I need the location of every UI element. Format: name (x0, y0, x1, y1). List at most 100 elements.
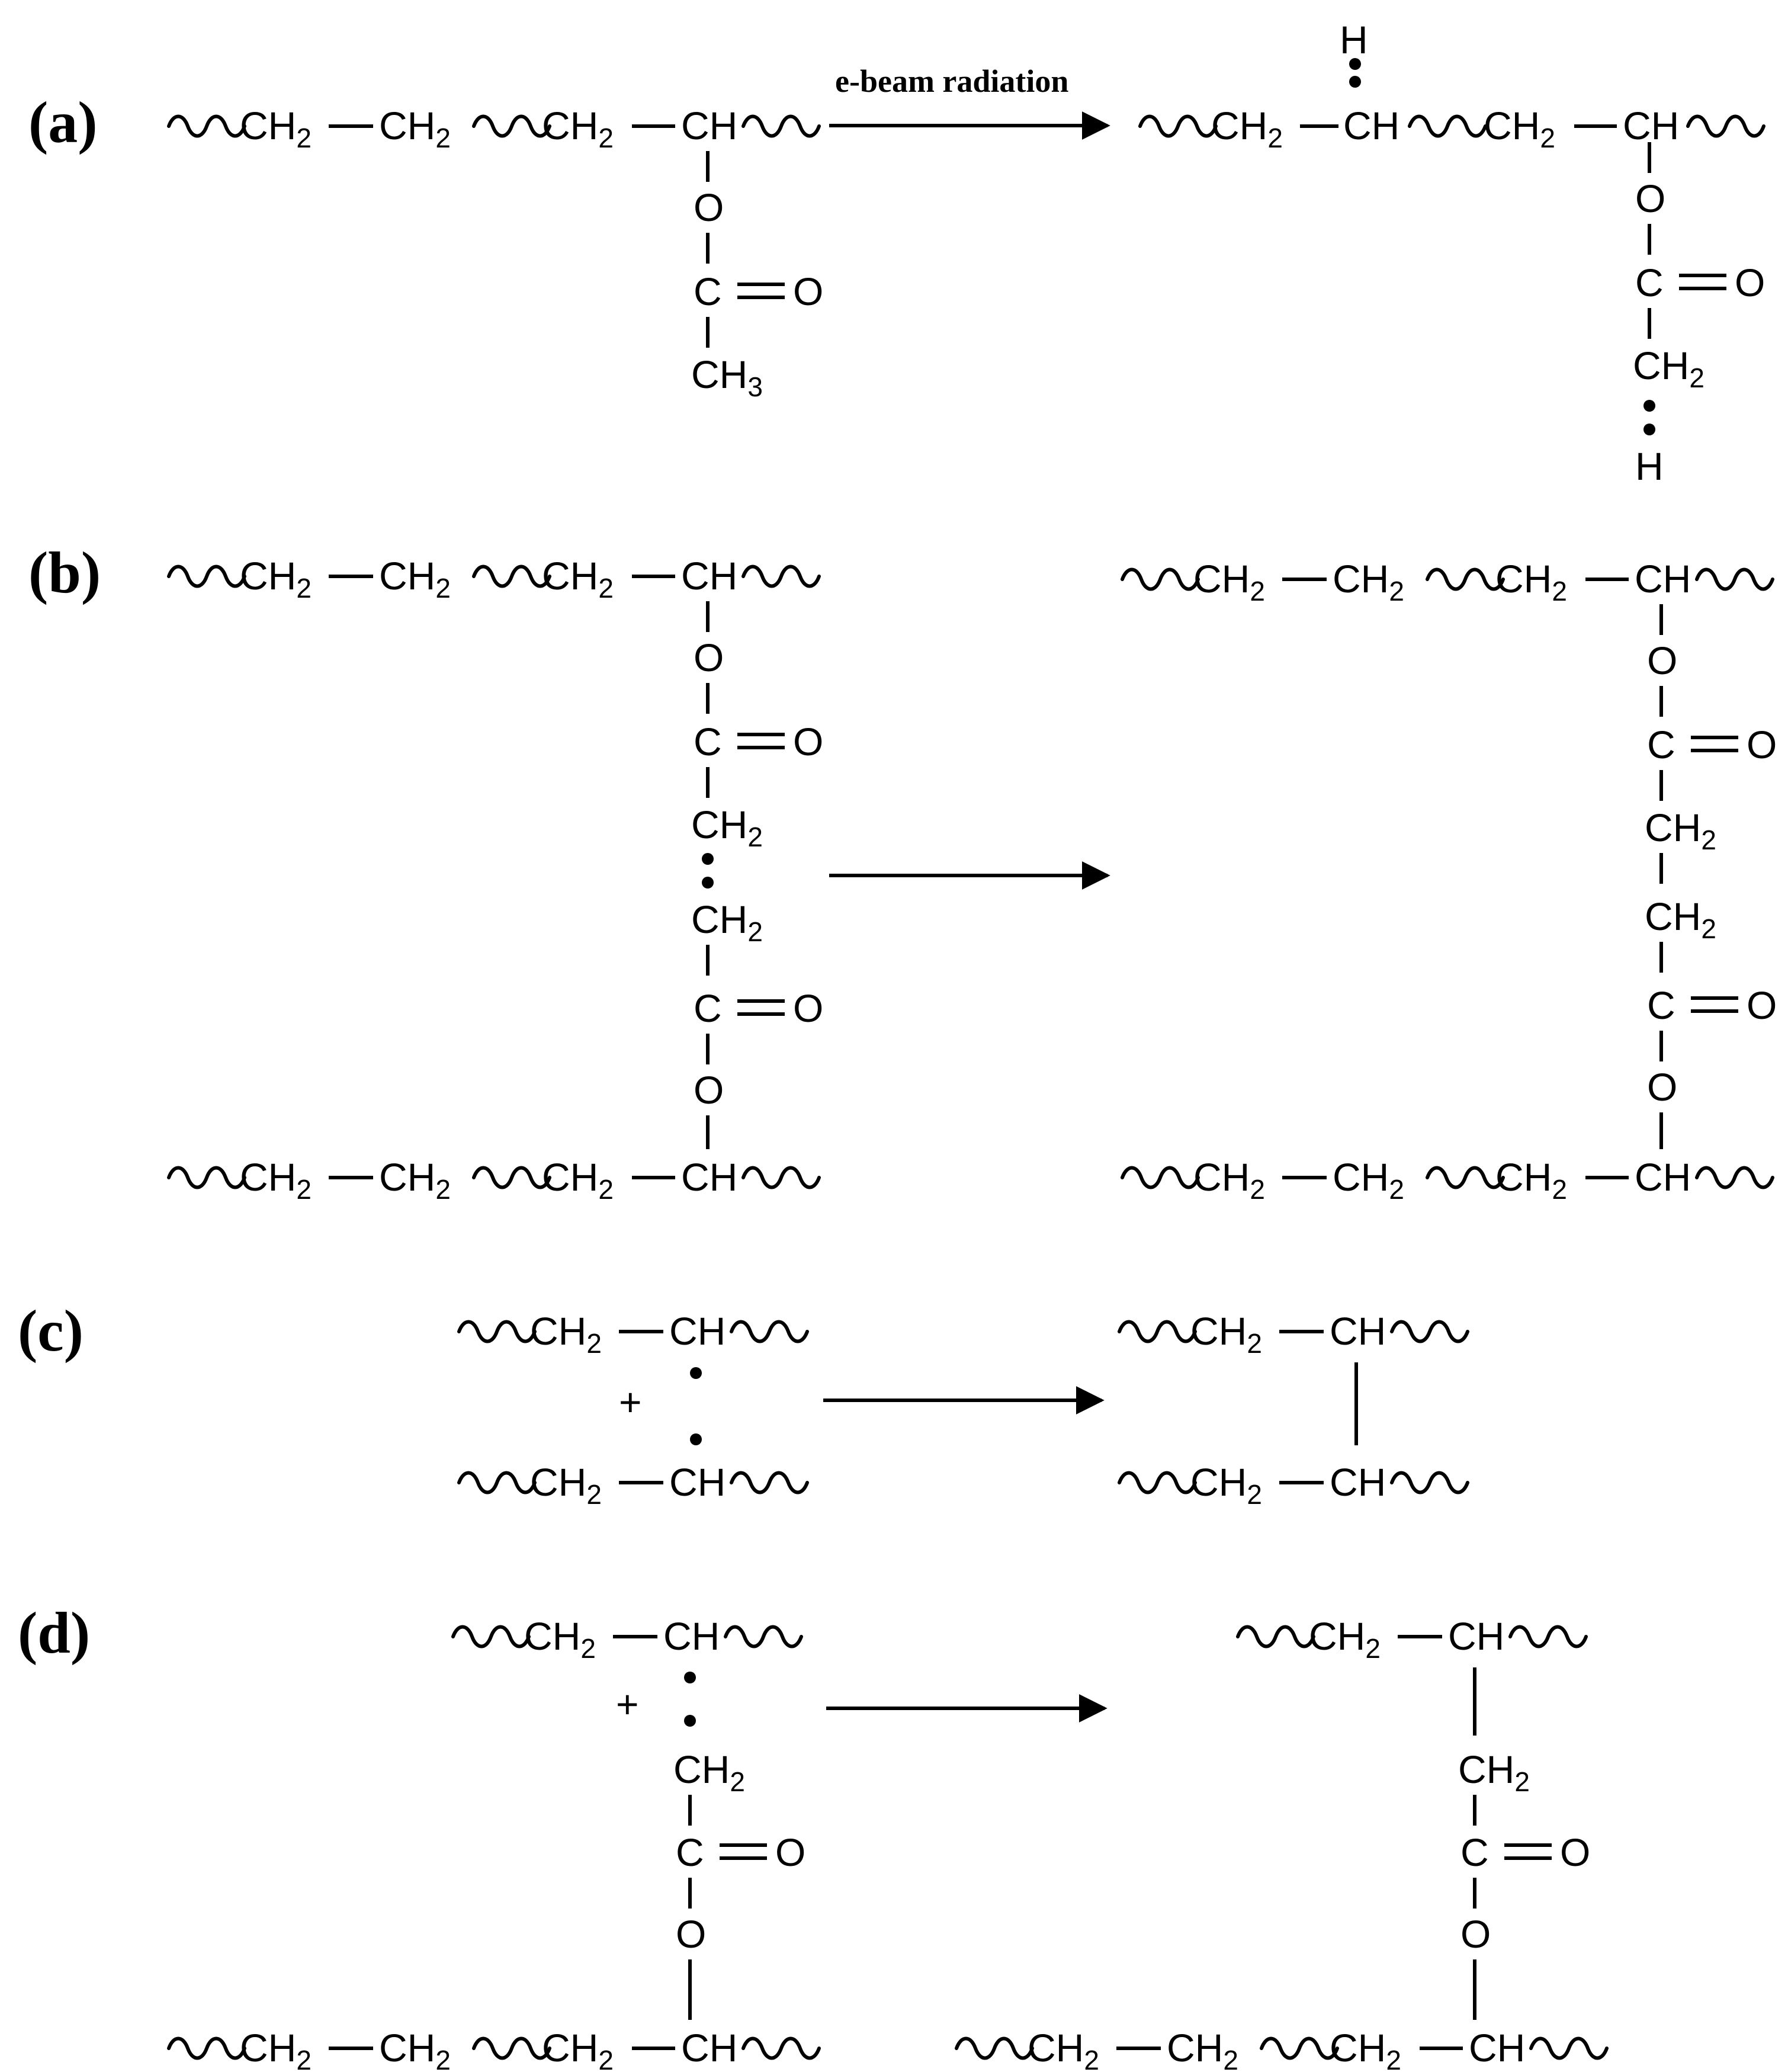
ch2-group: CH2 (1190, 1460, 1262, 1510)
ch2-group: CH2 (1190, 1309, 1262, 1359)
ch2-group: CH2 (240, 2026, 312, 2072)
ch2-radical-group: CH2 (691, 803, 763, 852)
carbonyl-oxygen: O (1560, 1830, 1590, 1874)
oxygen-atom: O (1635, 177, 1665, 220)
wavy-chain-icon (743, 1168, 819, 1188)
wavy-chain-icon (1392, 1322, 1468, 1342)
ch2-group: CH2 (1167, 2026, 1238, 2072)
arrow-label: e-beam radiation (835, 63, 1068, 99)
panel-label-b: (b) (28, 540, 101, 605)
wavy-chain-icon (726, 1627, 801, 1647)
carbonyl-oxygen: O (1747, 723, 1777, 766)
radical-dot (1643, 400, 1655, 412)
carbon-atom: C (1647, 723, 1675, 766)
radical-dot (690, 1433, 702, 1445)
carbonyl-oxygen: O (793, 986, 823, 1030)
wavy-chain-icon (1119, 1322, 1195, 1342)
oxygen-atom: O (694, 636, 724, 679)
wavy-chain-icon (453, 1627, 529, 1647)
carbon-atom: C (694, 720, 722, 764)
ch2-group: CH2 (542, 554, 614, 604)
ch2-radical-group: CH2 (691, 897, 763, 947)
ch2-group: CH2 (1193, 1155, 1265, 1205)
wavy-chain-icon (169, 2039, 245, 2058)
wavy-chain-icon (474, 117, 550, 136)
ch2-group: CH2 (240, 554, 312, 604)
ch2-group: CH2 (1458, 1747, 1530, 1797)
radical-dot (690, 1367, 702, 1379)
ch2-group: CH2 (379, 1155, 451, 1205)
ch2-group: CH2 (1028, 2026, 1099, 2072)
carbon-atom: C (1635, 261, 1664, 304)
ch-group: CH (681, 554, 737, 598)
ch-group: CH (1623, 104, 1679, 147)
ch-group: CH (681, 2026, 737, 2070)
ch2-group: CH2 (379, 554, 451, 604)
wavy-chain-icon (474, 2039, 550, 2058)
wavy-chain-icon (1688, 117, 1764, 136)
wavy-chain-icon (1122, 1168, 1198, 1188)
wavy-chain-icon (1427, 1168, 1503, 1188)
ch2-group: CH2 (1309, 1614, 1381, 1664)
wavy-chain-icon (731, 1473, 807, 1493)
ch2-radical-group: CH2 (1633, 344, 1704, 393)
carbon-atom: C (1460, 1830, 1489, 1874)
ch2-group: CH2 (542, 2026, 614, 2072)
panel-label-d: (d) (18, 1600, 90, 1666)
ch2-group: CH2 (379, 104, 451, 153)
hydrogen-atom: H (1635, 444, 1664, 488)
ch2-group: CH2 (1495, 557, 1567, 607)
carbon-atom: C (694, 986, 722, 1030)
ch2-group: CH2 (1484, 104, 1555, 153)
oxygen-atom: O (1460, 1912, 1491, 1956)
ch2-group: CH2 (673, 1747, 745, 1797)
ch2-group: CH2 (530, 1460, 602, 1510)
panel-label-c: (c) (18, 1298, 84, 1364)
carbonyl-oxygen: O (1747, 983, 1777, 1027)
ch2-group: CH2 (1330, 2026, 1401, 2072)
carbonyl-oxygen: O (1735, 261, 1765, 304)
ch2-group: CH2 (542, 1155, 614, 1205)
ch-group: CH (1635, 1155, 1691, 1199)
wavy-chain-icon (459, 1473, 535, 1493)
ch2-group: CH2 (379, 2026, 451, 2072)
ch-group: CH (1469, 2026, 1525, 2070)
ch-group: CH (1448, 1614, 1504, 1658)
methyl-group: CH3 (691, 352, 763, 402)
wavy-chain-icon (169, 117, 245, 136)
ch-radical-group: CH (1343, 104, 1399, 147)
wavy-chain-icon (474, 1168, 550, 1188)
ch-group: CH (1330, 1460, 1386, 1504)
ch-group: CH (1330, 1309, 1386, 1353)
radical-dot (1349, 58, 1361, 70)
radical-dot (1349, 76, 1361, 88)
radical-dot (702, 877, 714, 889)
ch-group: CH (1635, 557, 1691, 601)
wavy-chain-icon (1427, 570, 1503, 589)
wavy-chain-icon (169, 567, 245, 586)
plus-sign: + (619, 1380, 642, 1424)
radical-dot (702, 853, 714, 865)
ch2-group: CH2 (542, 104, 614, 153)
ch-group: CH (681, 1155, 737, 1199)
ch2-group: CH2 (1333, 557, 1404, 607)
radical-dot (1643, 424, 1655, 435)
carbon-atom: C (694, 270, 722, 313)
oxygen-atom: O (1647, 639, 1677, 682)
oxygen-atom: O (694, 1068, 724, 1112)
wavy-chain-icon (743, 2039, 819, 2058)
ch2-group: CH2 (524, 1614, 596, 1664)
ch2-group: CH2 (1645, 894, 1716, 944)
ch2-group: CH2 (1211, 104, 1283, 153)
ch2-group: CH2 (1193, 557, 1265, 607)
wavy-chain-icon (731, 1322, 807, 1342)
ch-group: CH (669, 1309, 726, 1353)
ch2-group: CH2 (240, 1155, 312, 1205)
plus-sign: + (616, 1682, 639, 1726)
ch2-group: CH2 (240, 104, 312, 153)
wavy-chain-icon (1140, 117, 1216, 136)
wavy-chain-icon (169, 1168, 245, 1188)
wavy-chain-icon (1531, 2039, 1607, 2058)
